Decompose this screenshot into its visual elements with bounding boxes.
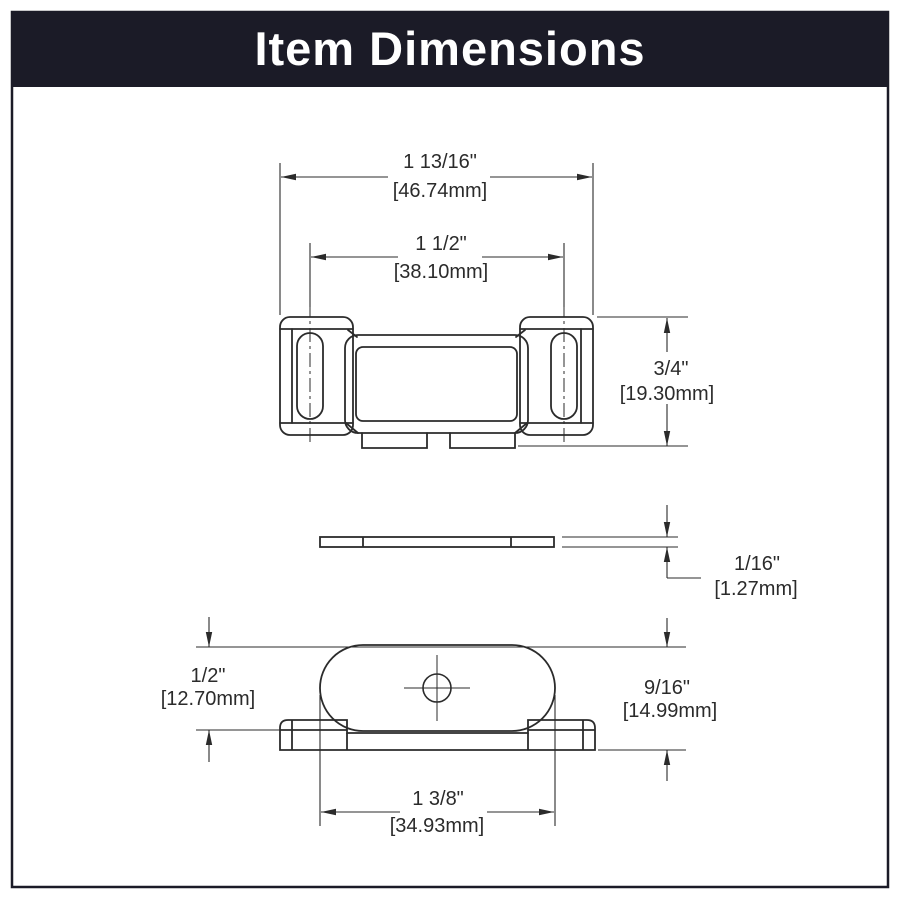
extension-lines (196, 163, 688, 826)
dim-overall-depth-inches: 9/16" (644, 677, 690, 699)
base-plate (279, 719, 596, 751)
header-bar (11, 11, 889, 87)
dim-base-width-inches: 1 3/8" (412, 788, 464, 810)
page-frame (10, 10, 890, 889)
dim-body-depth-mm: [12.70mm] (161, 688, 255, 710)
dim-overall-width-inches: 1 13/16" (403, 151, 477, 173)
hole-crosshair (404, 655, 470, 721)
dim-overall-depth-mm: [14.99mm] (623, 700, 717, 722)
dim-plate-thickness-inches: 1/16" (734, 553, 780, 575)
dimension-arrows (205, 173, 671, 816)
slot-centerlines (309, 303, 565, 445)
dim-body-height-mm: [19.30mm] (620, 383, 714, 405)
front-view (279, 316, 594, 449)
plate-edge-view (319, 536, 555, 548)
dim-slot-spacing-inches: 1 1/2" (415, 233, 467, 255)
page-title: Item Dimensions (254, 22, 645, 75)
dim-overall-width-mm: [46.74mm] (393, 180, 487, 202)
dim-base-width-mm: [34.93mm] (390, 815, 484, 837)
dim-body-depth-inches: 1/2" (191, 665, 226, 687)
catch-body (319, 644, 556, 732)
dim-body-height-inches: 3/4" (654, 358, 689, 380)
dim-slot-spacing-mm: [38.10mm] (394, 261, 488, 283)
dim-plate-thickness-mm: [1.27mm] (714, 578, 797, 600)
